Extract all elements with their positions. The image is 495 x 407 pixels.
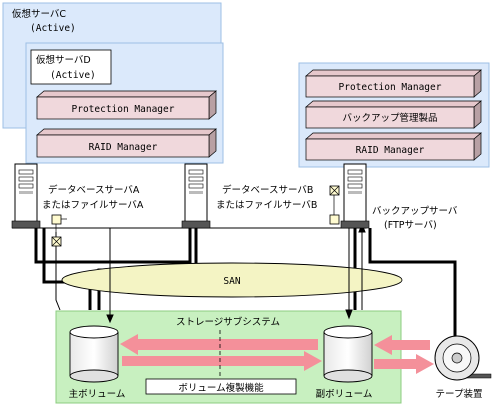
virtual-server-c-status: (Active) [30, 23, 76, 34]
replication-function-label: ボリューム複製機能 [178, 382, 264, 394]
server-b-icon [181, 163, 211, 229]
tape-arrows [374, 335, 434, 374]
component-label: RAID Manager [89, 142, 158, 153]
backup-server-icon [340, 163, 370, 229]
thin-arrows [55, 222, 366, 324]
replication-function-box [145, 378, 297, 395]
server-a-label-line2: またはファイルサーバA [42, 200, 144, 211]
san-label: SAN [223, 276, 240, 287]
component-label: Protection Manager [72, 104, 175, 115]
san-ellipse [61, 262, 403, 298]
server-a-icon [11, 163, 41, 229]
component-box-raid-manager-d: RAID Manager [36, 128, 217, 158]
tape-device-label: テープ装置 [436, 388, 483, 400]
connector-boxes [51, 185, 340, 247]
tape-device-icon [434, 335, 492, 381]
secondary-volume-icon [323, 325, 373, 383]
component-label: バックアップ管理製品 [342, 112, 437, 124]
primary-volume-label: 主ボリューム [69, 388, 126, 400]
secondary-volume-label: 副ボリューム [316, 389, 373, 400]
server-b-label-line1: データベースサーバB [222, 184, 313, 196]
primary-volume-icon [69, 325, 119, 383]
component-label: Protection Manager [339, 82, 442, 93]
component-box-protection-manager-d: Protection Manager [36, 90, 217, 120]
server-a-label-line1: データベースサーバA [48, 184, 140, 196]
virtual-server-d-title-box [30, 49, 112, 85]
component-box-protection-manager-backup: Protection Manager [305, 69, 482, 98]
storage-subsystem-label: ストレージサブシステム [176, 316, 280, 328]
server-b-label-line2: またはファイルサーバB [216, 200, 317, 211]
backup-server-label-line1: バックアップサーバ [372, 206, 458, 217]
component-box-backup-product: バックアップ管理製品 [305, 100, 482, 129]
backup-server-label-line2: (FTPサーバ) [384, 220, 437, 231]
replication-arrows [120, 334, 322, 371]
component-box-raid-manager-backup: RAID Manager [305, 132, 482, 161]
component-label: RAID Manager [356, 145, 425, 156]
virtual-server-c-name: 仮想サーバC [12, 8, 66, 20]
virtual-server-d-name: 仮想サーバD [36, 54, 91, 66]
virtual-server-d-status: (Active) [50, 70, 96, 81]
